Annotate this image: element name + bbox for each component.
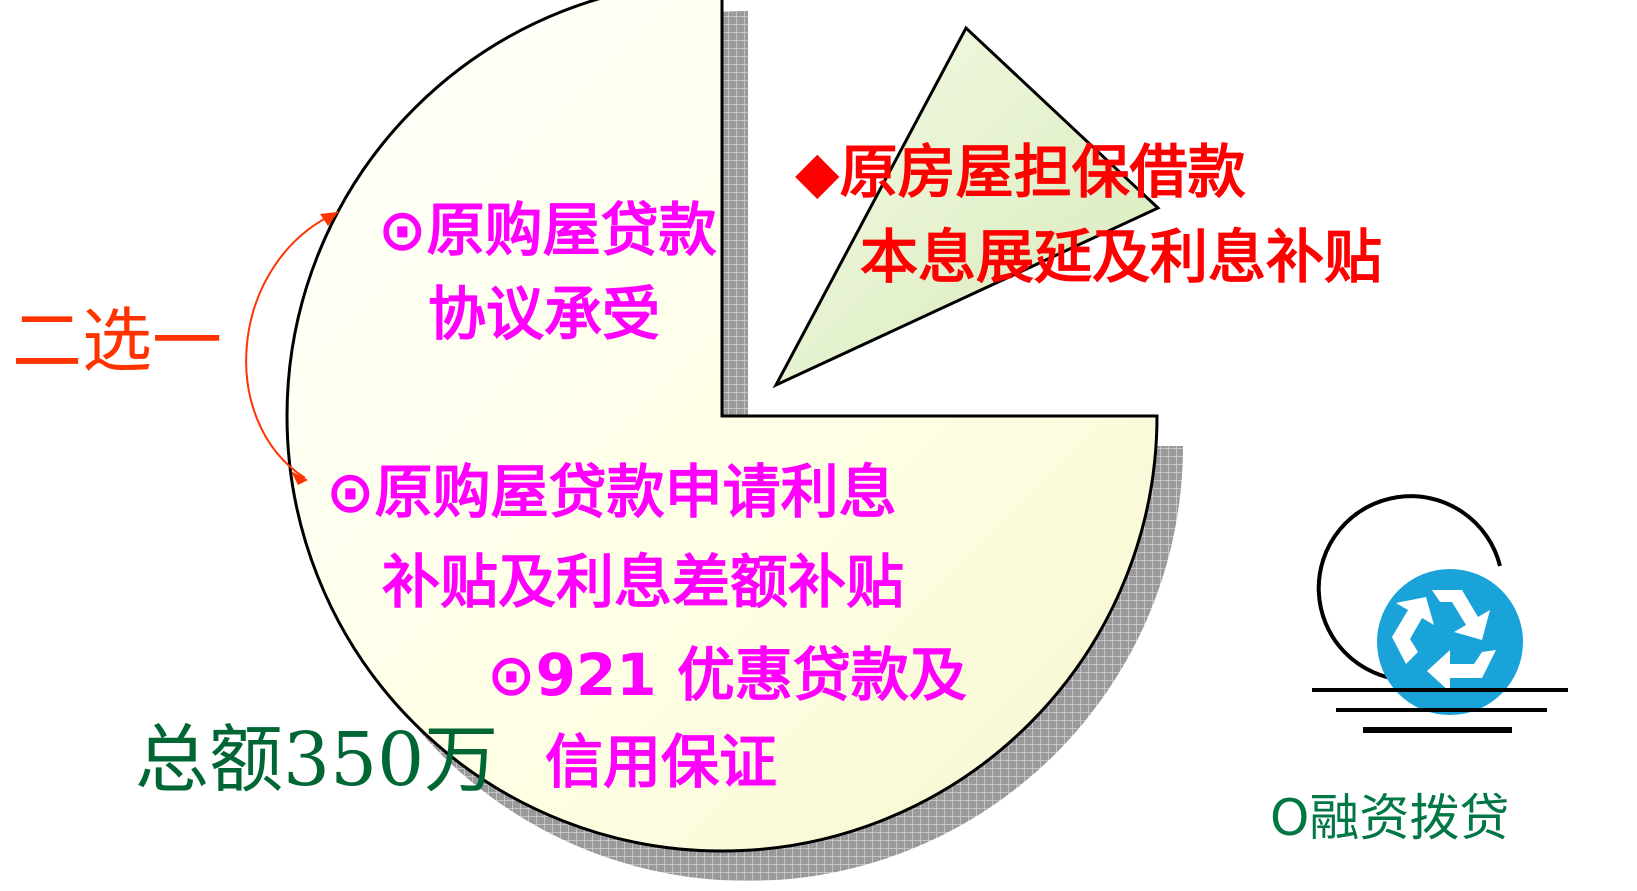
item4-line1: ◆原房屋担保借款 [795, 138, 1246, 206]
main-slice [285, 0, 1159, 853]
extension-slice [772, 25, 1161, 389]
item2-line1: ⊙原购屋贷款申请利息 [326, 458, 897, 526]
item4-line2: 本息展延及利息补贴 [860, 223, 1383, 291]
choice-label: 二选一 [12, 300, 222, 382]
item1-line1: ⊙原购屋贷款 [378, 196, 717, 264]
recycle-icon [1312, 494, 1568, 733]
item3-line1: ⊙921 优惠贷款及 [487, 641, 967, 709]
item1-line2: 协议承受 [428, 280, 661, 348]
choice-arrow [245, 211, 339, 485]
finance-label: O融资拨贷 [1270, 789, 1510, 847]
item3-line2: 信用保证 [545, 728, 778, 796]
total-label: 总额350万 [135, 717, 499, 803]
item2-line2: 补贴及利息差额补贴 [382, 548, 905, 616]
